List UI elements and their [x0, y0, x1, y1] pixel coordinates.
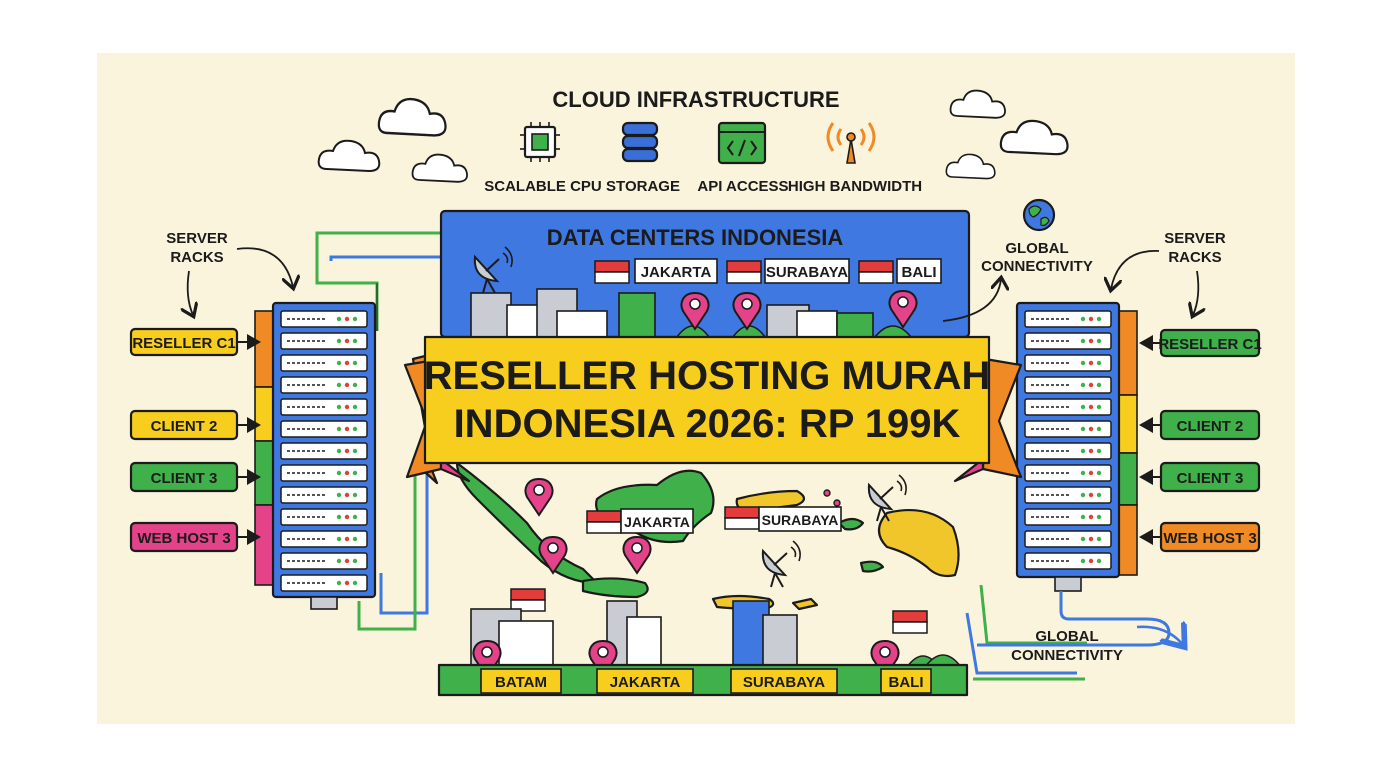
cloud-icon	[949, 89, 1006, 119]
right-server-rack	[1015, 301, 1138, 592]
cloud-icon	[377, 97, 447, 137]
cloud-icon	[945, 153, 996, 180]
feature-label-storage: STORAGE	[606, 178, 680, 195]
left-client-2: CLIENT 2	[129, 409, 261, 441]
client-label: WEB HOST 3	[1163, 530, 1256, 547]
title-banner: RESELLER HOSTING MURAH INDONESIA 2026: R…	[403, 335, 1023, 485]
map-label-box	[620, 508, 694, 534]
dc-city-surabaya: SURABAYA	[726, 258, 850, 284]
connectivity-bottom-line2: CONNECTIVITY	[1011, 647, 1123, 664]
antenna-signal-icon	[826, 122, 876, 164]
location-surabaya: SURABAYA	[743, 674, 825, 691]
client-label: CLIENT 2	[151, 418, 218, 435]
cloud-icon	[411, 153, 468, 183]
connectivity-arrow	[1136, 627, 1183, 645]
caption-arrow	[1111, 250, 1160, 289]
left-client-reseller-c1: RESELLER C1	[129, 327, 261, 357]
indonesia-flag-icon	[510, 588, 546, 612]
satellite-dish-icon	[761, 540, 802, 588]
dc-city-jakarta: JAKARTA	[594, 258, 718, 284]
client-label: RESELLER C1	[1158, 336, 1261, 353]
map-label-box	[758, 506, 842, 532]
banner-line1: RESELLER HOSTING MURAH	[424, 354, 991, 398]
right-rack-caption-line1: SERVER	[1164, 230, 1226, 247]
indonesia-map: JAKARTA SURABAYA	[455, 461, 960, 611]
left-rack-caption-line2: RACKS	[170, 249, 223, 266]
data-centers-title: DATA CENTERS INDONESIA	[547, 225, 844, 250]
connectivity-bottom-line1: GLOBAL	[1035, 628, 1098, 645]
infographic-canvas: CLOUD INFRASTRUCTURE SCALABLE CPU STORAG…	[97, 53, 1295, 724]
left-rack-caption-line1: SERVER	[166, 230, 228, 247]
infographic-svg: CLOUD INFRASTRUCTURE SCALABLE CPU STORAG…	[129, 87, 1262, 697]
right-client-2: CLIENT 2	[1139, 409, 1261, 441]
infra-title: CLOUD INFRASTRUCTURE	[552, 87, 839, 112]
connectivity-top-line2: CONNECTIVITY	[981, 258, 1093, 275]
banner-line2: INDONESIA 2026: RP 199K	[454, 402, 961, 446]
map-label-jakarta: JAKARTA	[624, 514, 690, 530]
right-rack-caption-line2: RACKS	[1168, 249, 1221, 266]
locations-bar: BATAM JAKARTA SURABAYA BALI	[437, 663, 969, 697]
dc-city-label: JAKARTA	[641, 264, 712, 281]
right-client-web-host-3: WEB HOST 3	[1139, 521, 1261, 553]
bottom-buildings	[470, 588, 963, 678]
client-label: CLIENT 2	[1177, 418, 1244, 435]
left-client-3: CLIENT 3	[129, 461, 261, 493]
dc-city-bali: BALI	[858, 258, 942, 284]
caption-arrow	[236, 247, 293, 287]
database-icon	[621, 121, 659, 163]
indonesia-flag-icon	[858, 260, 894, 284]
location-bali: BALI	[889, 674, 924, 691]
indonesia-flag-icon	[726, 260, 762, 284]
feature-label-cpu: SCALABLE CPU	[484, 178, 602, 195]
right-client-3: CLIENT 3	[1139, 461, 1261, 493]
map-pin-icon	[622, 536, 652, 574]
connector-lines	[315, 231, 1087, 675]
globe-icon	[1022, 198, 1056, 232]
map-label-surabaya: SURABAYA	[762, 512, 839, 528]
right-client-reseller-c1: RESELLER C1	[1139, 328, 1262, 358]
left-server-rack	[254, 301, 377, 610]
indonesia-flag-icon	[594, 260, 630, 284]
indonesia-flag-icon	[892, 610, 928, 634]
connectivity-arrow	[942, 279, 1001, 322]
cpu-chip-icon	[520, 122, 560, 162]
banner-body	[423, 335, 991, 465]
feature-label-api: API ACCESS	[697, 178, 788, 195]
feature-label-bandwidth: HIGH BANDWIDTH	[788, 178, 922, 195]
location-jakarta: JAKARTA	[610, 674, 681, 691]
cloud-icon	[999, 119, 1069, 156]
caption-arrow	[1193, 270, 1198, 315]
client-label: CLIENT 3	[151, 470, 218, 487]
indonesia-flag-icon	[724, 506, 760, 530]
caption-arrow	[188, 270, 193, 315]
code-window-icon	[717, 121, 767, 165]
dc-city-label: BALI	[902, 264, 937, 281]
skyline-illustration	[470, 246, 918, 338]
left-client-web-host-3: WEB HOST 3	[129, 521, 261, 553]
data-centers-panel: DATA CENTERS INDONESIA JAKARTA SURABAYA …	[439, 209, 971, 339]
client-label: WEB HOST 3	[137, 530, 230, 547]
connectivity-top-line1: GLOBAL	[1005, 240, 1068, 257]
cloud-icon	[317, 139, 381, 172]
location-batam: BATAM	[495, 674, 547, 691]
map-pin-icon	[524, 478, 554, 516]
indonesia-flag-icon	[586, 510, 622, 534]
dc-city-label: SURABAYA	[766, 264, 848, 281]
client-label: CLIENT 3	[1177, 470, 1244, 487]
client-label: RESELLER C1	[132, 335, 235, 352]
